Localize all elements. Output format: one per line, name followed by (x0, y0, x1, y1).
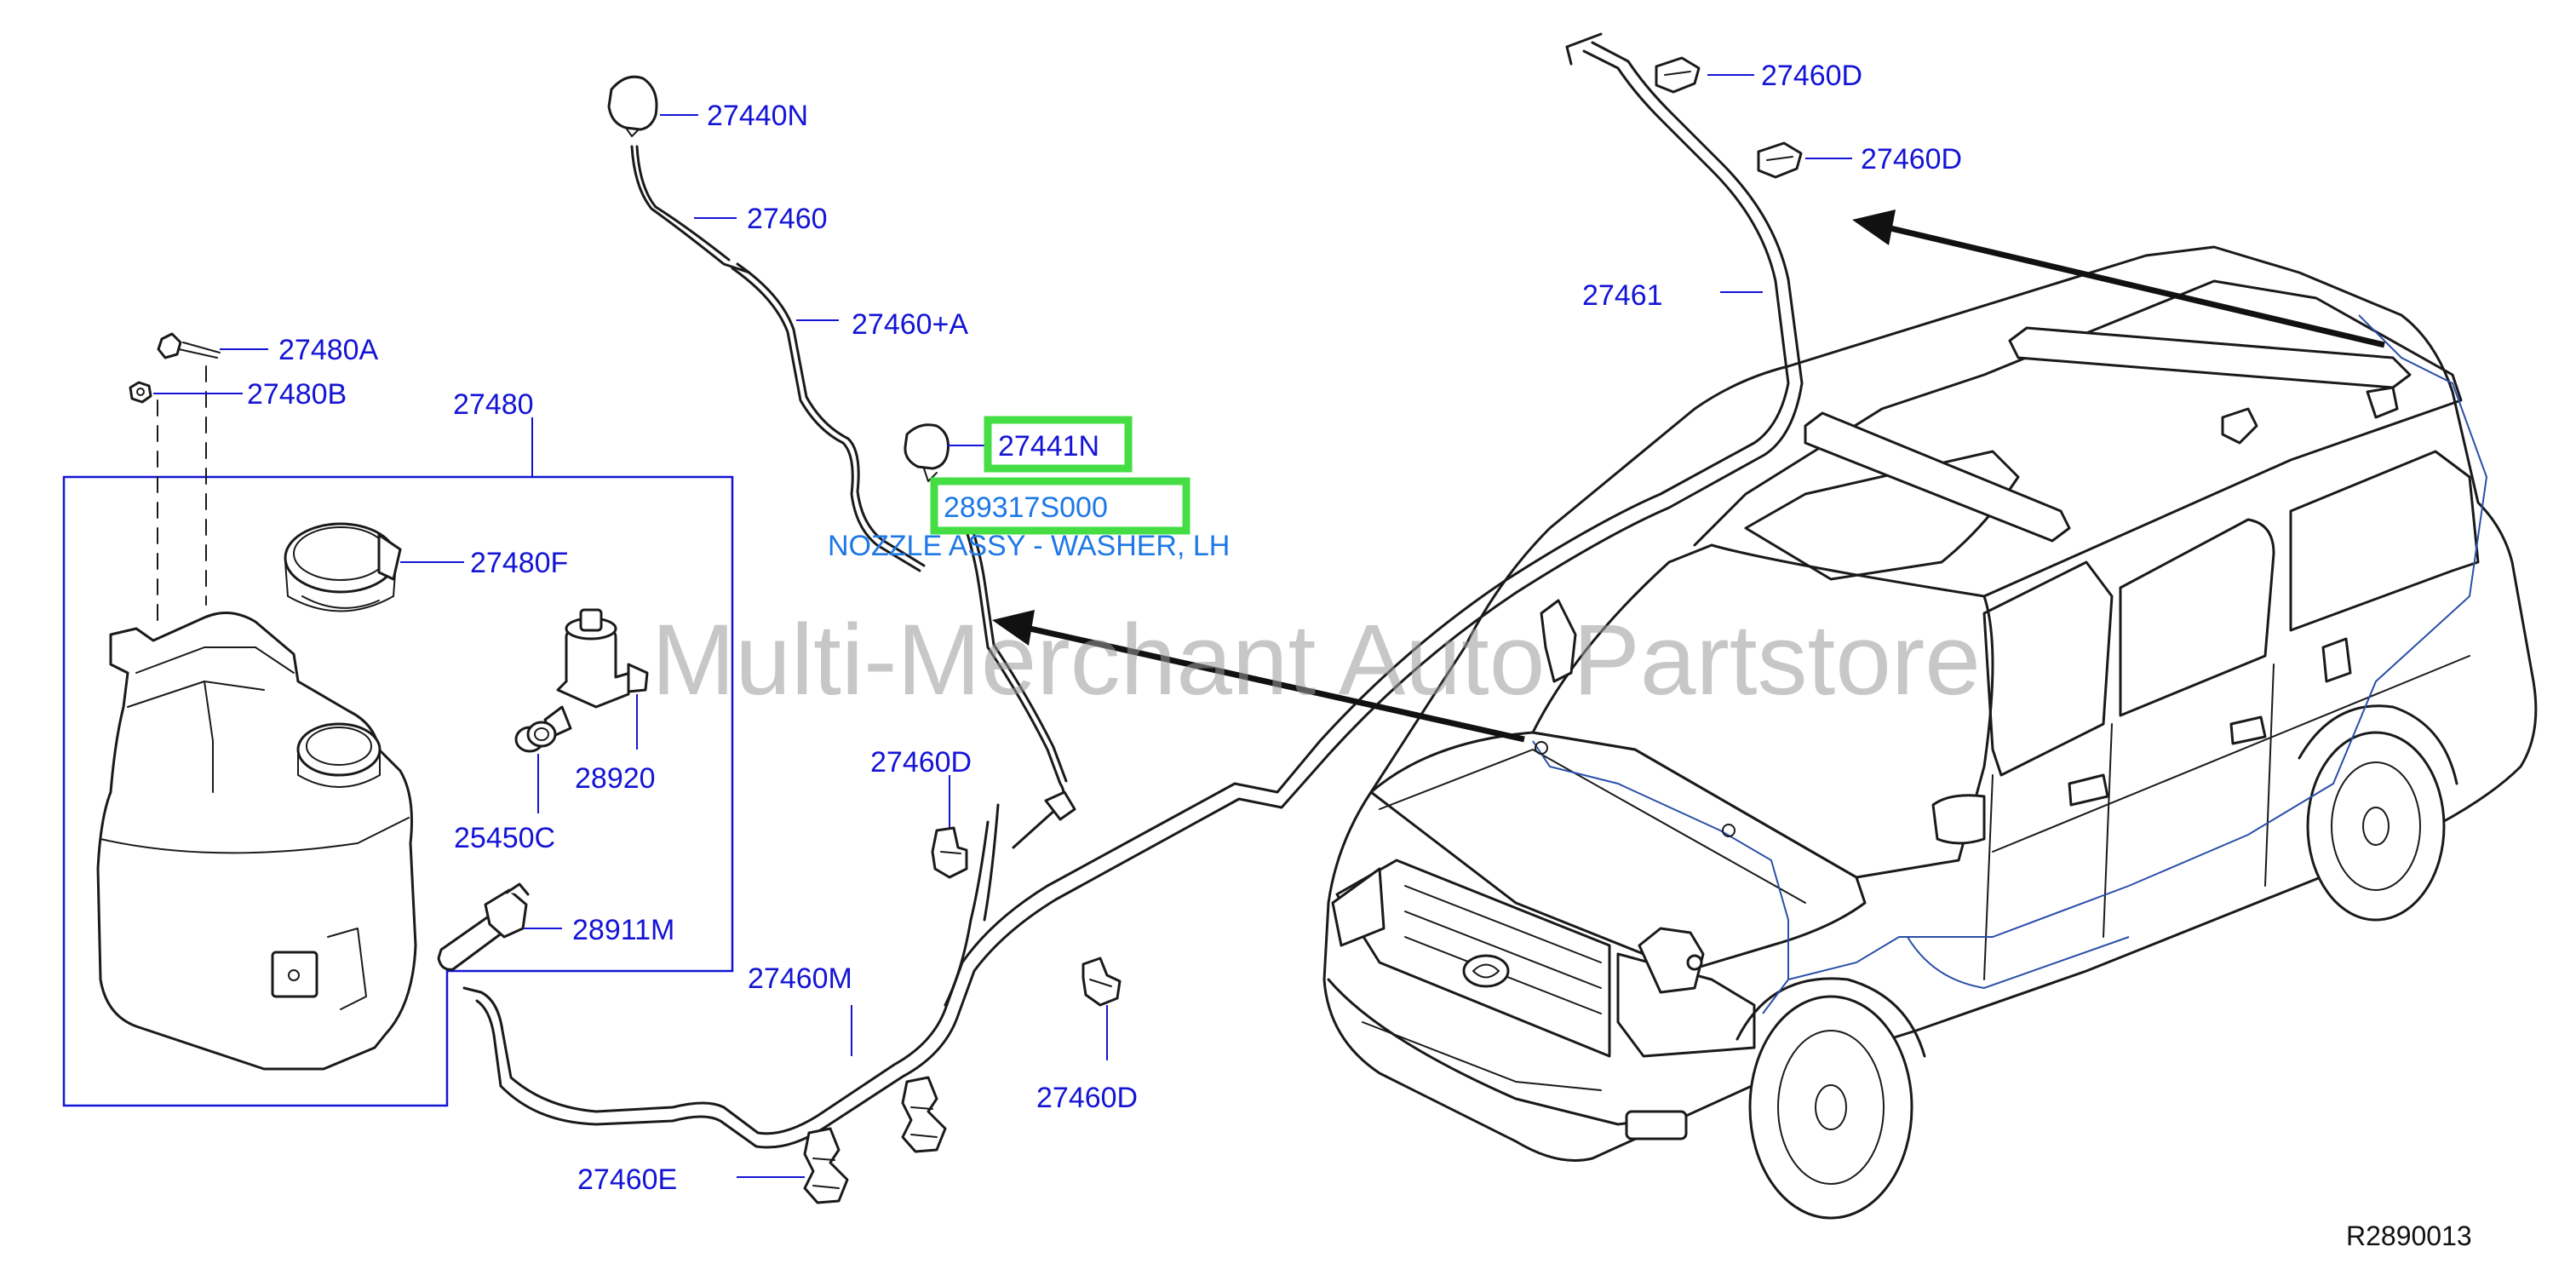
label-28920[interactable]: 28920 (575, 762, 656, 795)
label-27460M[interactable]: 27460M (748, 962, 852, 995)
label-289317S000[interactable]: 289317S000 (944, 491, 1108, 524)
hose-27460M-outer (475, 41, 1804, 1149)
highlight-289317S000 (930, 477, 1190, 535)
hose-branch-outer (983, 803, 1000, 922)
nut-27480B[interactable] (129, 381, 243, 404)
level-sensor-28911M[interactable] (437, 882, 562, 971)
label-27480A[interactable]: 27480A (278, 334, 379, 366)
label-27480B[interactable]: 27480B (247, 378, 347, 411)
bolt-27480A[interactable] (157, 332, 268, 359)
rear-nozzle-27440N[interactable] (607, 75, 698, 137)
grommet-25450C[interactable] (514, 721, 557, 813)
hose-27460A (731, 267, 921, 572)
washer-pump-28920[interactable] (543, 608, 649, 750)
arrow-rear-nozzle (1852, 210, 2385, 348)
highlight-27441N (984, 416, 1133, 473)
washer-tank-27480[interactable] (96, 612, 417, 1071)
label-27480F[interactable]: 27480F (470, 547, 568, 579)
hose-27460-outer (635, 145, 731, 261)
clip-27460E[interactable] (737, 1127, 849, 1204)
front-nozzle-27441N[interactable] (904, 423, 988, 482)
diagram-reference: R2890013 (2346, 1221, 2472, 1251)
clip-27460D-top1[interactable] (1655, 56, 1754, 94)
hose-27460M (462, 49, 1790, 1135)
label-27460D-top1[interactable]: 27460D (1761, 60, 1862, 92)
label-27460D-mid[interactable]: 27460D (870, 746, 972, 779)
label-28911M[interactable]: 28911M (572, 914, 674, 946)
label-27460D-low[interactable]: 27460D (1036, 1082, 1138, 1114)
description-nozzle-assy: NOZZLE ASSY - WASHER, LH (828, 530, 1230, 562)
label-25450C[interactable]: 25450C (454, 822, 555, 854)
clip-27460E-2[interactable] (901, 1076, 947, 1153)
label-27460[interactable]: 27460 (747, 203, 828, 235)
tank-group-outline (62, 475, 734, 1107)
label-27460A[interactable]: 27460+A (852, 308, 968, 341)
label-27461[interactable]: 27461 (1582, 279, 1663, 312)
hose-27460A-outer (736, 262, 926, 567)
label-27460E[interactable]: 27460E (577, 1163, 677, 1196)
label-27441N[interactable]: 27441N (998, 430, 1099, 463)
label-27460D-top2[interactable]: 27460D (1861, 143, 1962, 175)
watermark: Multi-Merchant Auto Partstore (651, 604, 1981, 716)
clip-27460D-mid[interactable] (931, 775, 968, 879)
vehicle-illustration (1322, 245, 2538, 1220)
hose-branch (944, 820, 990, 1007)
arrow-front-nozzle (992, 610, 1525, 743)
label-27440N[interactable]: 27440N (707, 100, 808, 132)
label-27480[interactable]: 27480 (453, 388, 534, 421)
hose-end-top (1565, 32, 1603, 66)
hose-27460 (630, 145, 751, 274)
clip-27460D-top2[interactable] (1757, 141, 1852, 179)
clip-27460D-low[interactable] (1081, 957, 1122, 1060)
hose-connector (1044, 790, 1076, 821)
tank-cap-27480F[interactable] (284, 522, 464, 612)
